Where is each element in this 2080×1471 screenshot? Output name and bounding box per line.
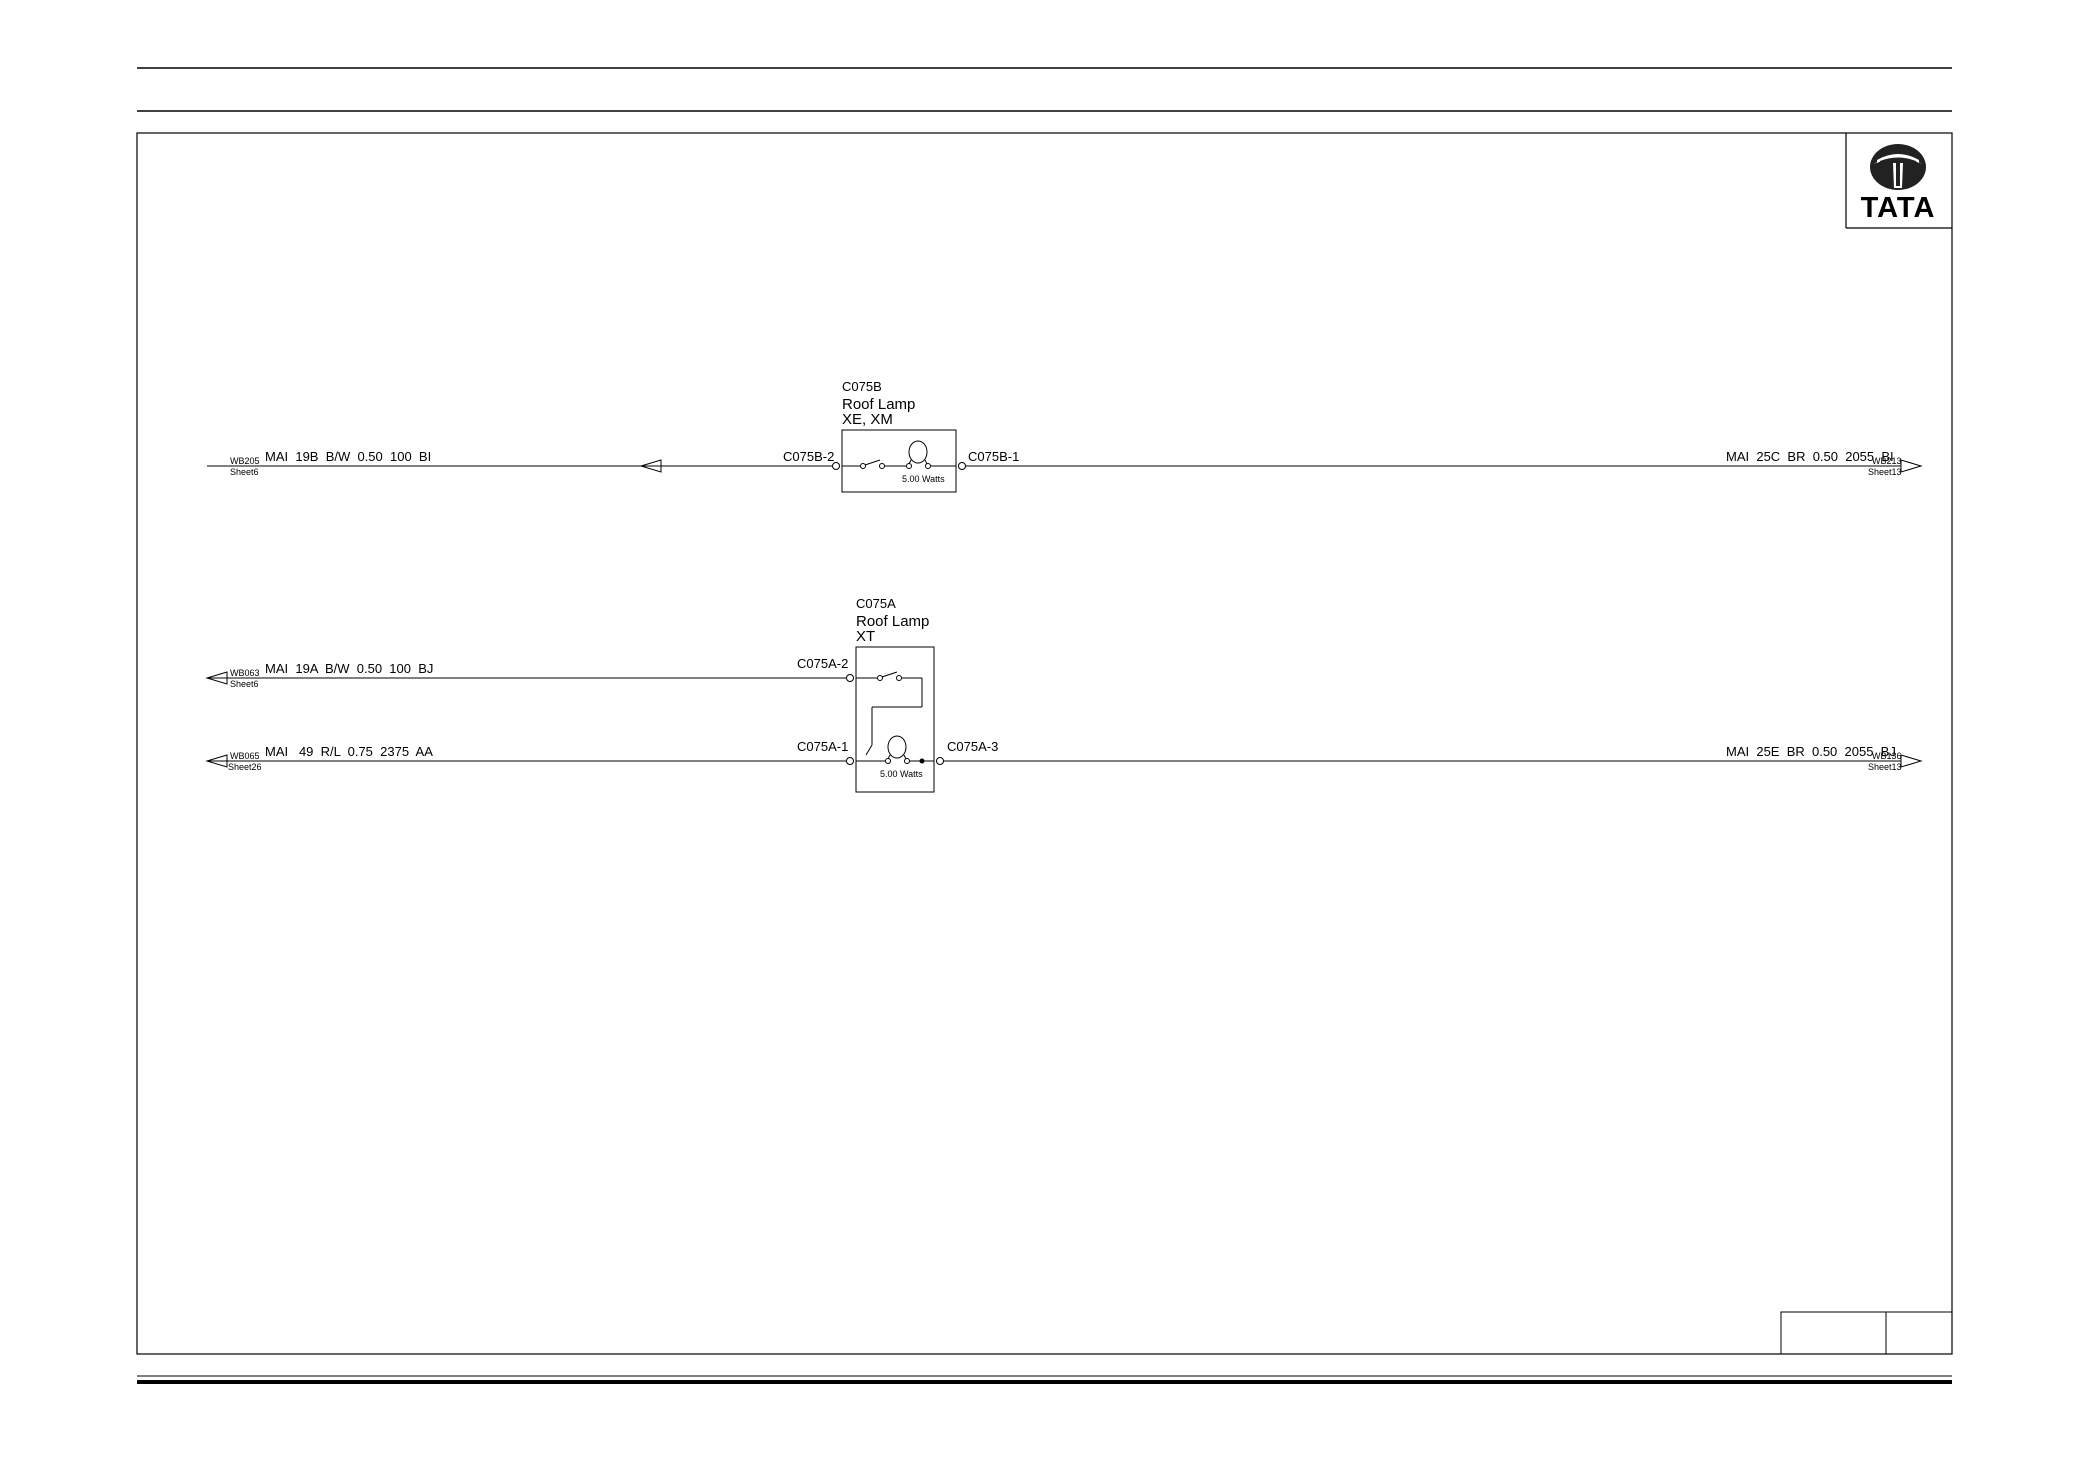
offpage-arrow-icon [205, 671, 228, 685]
switch-icon [842, 459, 906, 469]
component-name: Roof Lamp [856, 613, 929, 630]
upper-circuit: WB205 Sheet6 MAI 19B B/W 0.50 100 BI C07… [207, 379, 1923, 493]
offpage-ref: WB205 [230, 456, 260, 466]
pin-label: C075A-3 [947, 739, 998, 754]
pin-label: C075A-2 [797, 656, 848, 671]
lamp-icon [856, 735, 934, 764]
wire-label: MAI 19B B/W 0.50 100 BI [265, 449, 431, 464]
wire-label: MAI 19A B/W 0.50 100 BJ [265, 661, 433, 676]
pin-label: C075B-1 [968, 449, 1019, 464]
pin-label: C075A-1 [797, 739, 848, 754]
offpage-sheet: Sheet13 [1868, 467, 1902, 477]
pin-terminal-icon [846, 674, 854, 682]
pin-terminal-icon [936, 757, 944, 765]
offpage-ref: WB063 [230, 668, 260, 678]
lower-circuit: C075A Roof Lamp XT WB063 Sheet6 MAI 19A … [205, 596, 1923, 793]
tata-emblem-icon [1870, 144, 1926, 190]
lamp-rating: 5.00 Watts [902, 474, 945, 484]
component-code: C075B [842, 379, 882, 394]
title-block [1780, 1311, 1953, 1355]
offpage-arrow-icon [1900, 459, 1923, 473]
wire-label: MAI 49 R/L 0.75 2375 AA [265, 744, 433, 759]
offpage-ref: WB213 [1872, 456, 1902, 466]
component-variants: XE, XM [842, 411, 893, 428]
logo-text: TATA [1861, 192, 1936, 224]
offpage-ref: WB065 [230, 751, 260, 761]
wire-label: MAI 25E BR 0.50 2055 BJ [1726, 744, 1896, 759]
offpage-arrow-icon [1900, 754, 1923, 768]
pin-terminal-icon [958, 462, 966, 470]
switch-icon [856, 671, 923, 756]
pin-label: C075B-2 [783, 449, 834, 464]
drawing-frame [136, 132, 1953, 1355]
lamp-rating: 5.00 Watts [880, 769, 923, 779]
offpage-ref: WB136 [1872, 751, 1902, 761]
tata-logo: TATA [1845, 133, 1952, 229]
component-code: C075A [856, 596, 896, 611]
offpage-sheet: Sheet26 [228, 762, 262, 772]
offpage-sheet: Sheet6 [230, 679, 259, 689]
offpage-arrow-icon [205, 754, 228, 768]
offpage-sheet: Sheet13 [1868, 762, 1902, 772]
component-variants: XT [856, 628, 875, 645]
component-box [841, 429, 957, 493]
pin-terminal-icon [832, 462, 840, 470]
wire-label: MAI 25C BR 0.50 2055 BI [1726, 449, 1894, 464]
lamp-icon [906, 440, 956, 469]
pin-terminal-icon [846, 757, 854, 765]
component-name: Roof Lamp [842, 396, 915, 413]
offpage-arrow-icon [639, 459, 662, 473]
component-box [855, 646, 935, 793]
offpage-sheet: Sheet6 [230, 467, 259, 477]
